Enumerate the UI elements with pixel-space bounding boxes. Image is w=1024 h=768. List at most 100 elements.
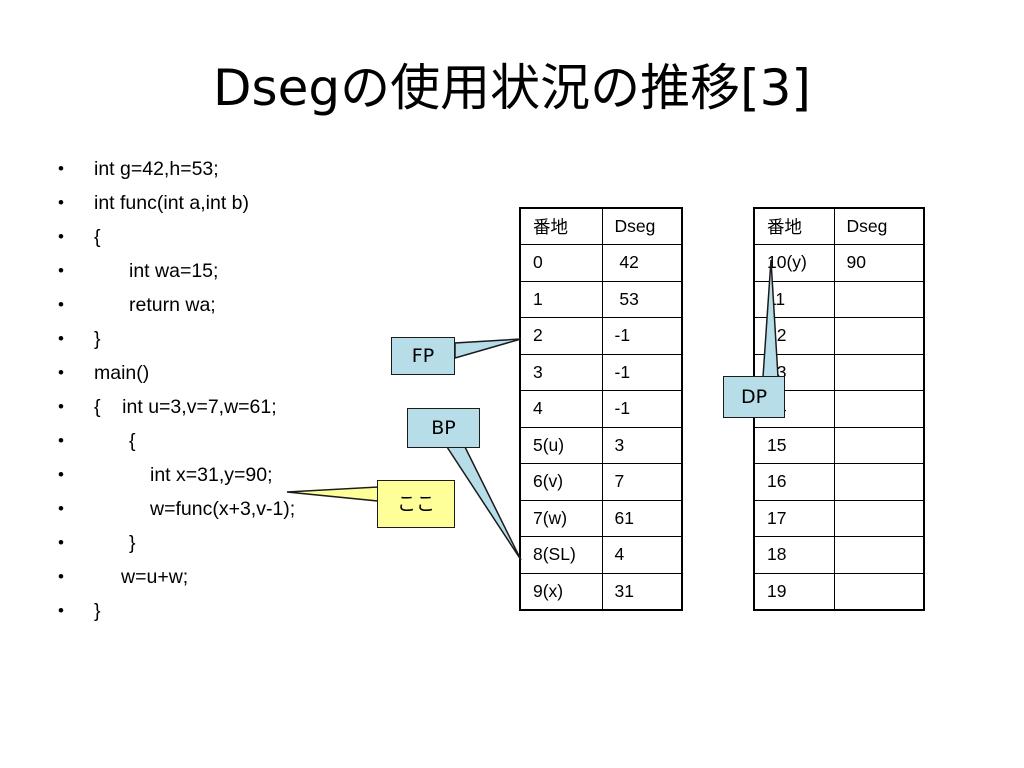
dseg-value-cell: 53: [601, 280, 683, 318]
code-line-text: {: [129, 430, 136, 452]
dseg-value-cell: 4: [601, 536, 683, 574]
table-row: 6(v)7: [519, 463, 683, 501]
code-line-text: return wa;: [129, 294, 216, 316]
code-line-text: int g=42,h=53;: [94, 158, 219, 180]
bullet-icon: •: [58, 363, 64, 382]
code-line-text: int func(int a,int b): [94, 192, 249, 214]
code-line-text: {: [94, 226, 101, 248]
address-cell: 11: [753, 280, 835, 318]
table-row: 11: [753, 280, 925, 318]
bullet-icon: •: [58, 227, 64, 246]
dseg-value-cell: [833, 536, 925, 574]
dseg-value-cell: [833, 426, 925, 464]
code-line-text: { int u=3,v=7,w=61;: [94, 396, 277, 418]
address-cell: 1: [519, 280, 603, 318]
slide-title: Dsegの使用状況の推移[3]: [213, 59, 811, 117]
dseg-value-cell: 90: [833, 244, 925, 282]
bullet-icon: •: [58, 601, 64, 620]
code-line-text: }: [129, 532, 136, 554]
bullet-icon: •: [58, 465, 64, 484]
table-row: 2-1: [519, 317, 683, 355]
bullet-icon: •: [58, 295, 64, 314]
table-row: 0 42: [519, 244, 683, 282]
address-cell: 10(y): [753, 244, 835, 282]
table-row: 5(u)3: [519, 426, 683, 464]
bullet-icon: •: [58, 159, 64, 178]
table-row: 1 53: [519, 280, 683, 318]
bullet-icon: •: [58, 193, 64, 212]
header-address: 番地: [519, 207, 603, 245]
address-cell: 8(SL): [519, 536, 603, 574]
address-cell: 16: [753, 463, 835, 501]
dseg-value-cell: [833, 280, 925, 318]
koko-pointer: [286, 486, 379, 502]
dseg-value-cell: 42: [601, 244, 683, 282]
dseg-value-cell: [833, 572, 925, 610]
code-line-text: w=func(x+3,v-1);: [150, 498, 296, 520]
dseg-value-cell: 31: [601, 572, 683, 610]
table-row: 17: [753, 499, 925, 537]
dseg-value-cell: [833, 499, 925, 537]
dseg-value-cell: -1: [601, 390, 683, 428]
header-address: 番地: [753, 207, 835, 245]
code-line-text: }: [94, 600, 101, 622]
table-row: 15: [753, 426, 925, 464]
bullet-icon: •: [58, 499, 64, 518]
address-cell: 9(x): [519, 572, 603, 610]
bp-callout: BP: [407, 408, 480, 448]
address-cell: 18: [753, 536, 835, 574]
table-row: 16: [753, 463, 925, 501]
address-cell: 6(v): [519, 463, 603, 501]
dseg-value-cell: 3: [601, 426, 683, 464]
fp-callout: FP: [391, 337, 455, 375]
fp-pointer: [454, 338, 522, 359]
bullet-icon: •: [58, 329, 64, 348]
address-cell: 7(w): [519, 499, 603, 537]
dseg-value-cell: [833, 390, 925, 428]
table-row: 18: [753, 536, 925, 574]
table-row: 4-1: [519, 390, 683, 428]
code-line-text: int x=31,y=90;: [150, 464, 273, 486]
dseg-value-cell: 61: [601, 499, 683, 537]
dseg-value-cell: [833, 353, 925, 391]
address-cell: 2: [519, 317, 603, 355]
bullet-icon: •: [58, 533, 64, 552]
address-cell: 4: [519, 390, 603, 428]
code-line-text: w=u+w;: [121, 566, 189, 588]
table-row: 7(w)61: [519, 499, 683, 537]
table-row: 9(x)31: [519, 572, 683, 610]
dseg-value-cell: -1: [601, 317, 683, 355]
address-cell: 5(u): [519, 426, 603, 464]
dseg-value-cell: -1: [601, 353, 683, 391]
header-dseg: Dseg: [601, 207, 683, 245]
table-row: 19: [753, 572, 925, 610]
bullet-icon: •: [58, 567, 64, 586]
address-cell: 3: [519, 353, 603, 391]
dseg-value-cell: 7: [601, 463, 683, 501]
bp-pointer: [445, 446, 522, 561]
table-row: 3-1: [519, 353, 683, 391]
code-line-text: main(): [94, 362, 150, 384]
dseg-value-cell: [833, 463, 925, 501]
dp-callout: DP: [723, 376, 785, 418]
bullet-icon: •: [58, 261, 64, 280]
bullet-icon: •: [58, 397, 64, 416]
table-row: 12: [753, 317, 925, 355]
header-dseg: Dseg: [833, 207, 925, 245]
address-cell: 12: [753, 317, 835, 355]
table-row: 8(SL)4: [519, 536, 683, 574]
address-cell: 19: [753, 572, 835, 610]
koko-callout: ここ: [377, 480, 455, 528]
address-cell: 15: [753, 426, 835, 464]
dseg-value-cell: [833, 317, 925, 355]
table-row: 10(y)90: [753, 244, 925, 282]
address-cell: 17: [753, 499, 835, 537]
code-line-text: }: [94, 328, 101, 350]
bullet-icon: •: [58, 431, 64, 450]
address-cell: 0: [519, 244, 603, 282]
code-line-text: int wa=15;: [129, 260, 219, 282]
